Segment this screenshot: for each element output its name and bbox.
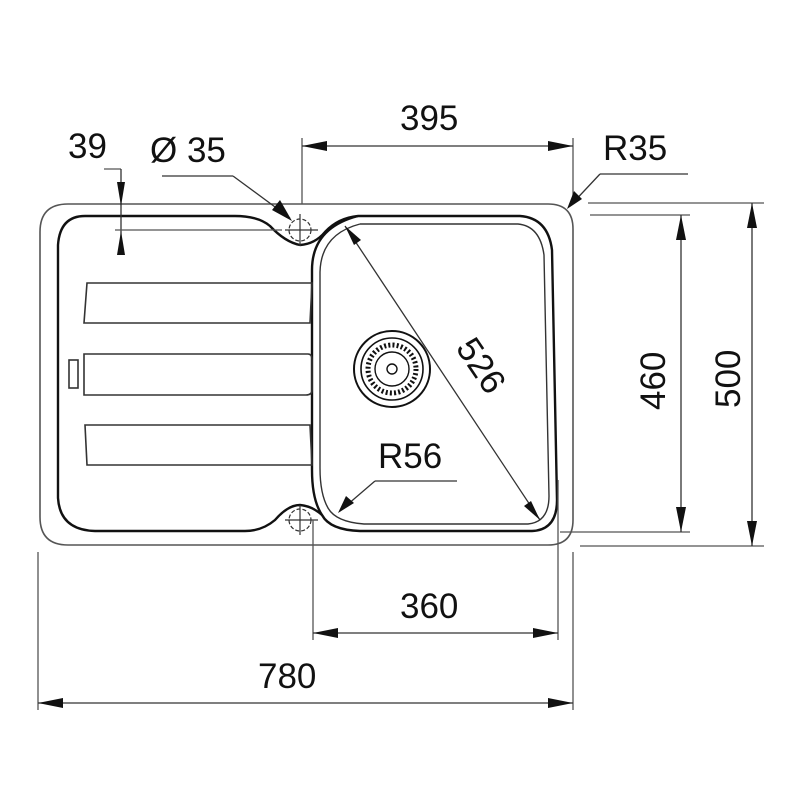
dim-overall-width: 780 (258, 657, 316, 696)
drainer-rib-top (83, 282, 313, 324)
sink-outer-outline (39, 203, 574, 546)
dim-tap-hole-diameter: Ø 35 (150, 131, 226, 170)
drain-strainer-icon (353, 330, 431, 408)
dim-bowl-depth: 460 (634, 352, 673, 410)
dim-rebate-depth: 39 (68, 127, 107, 166)
dim-corner-radius-outer: R35 (603, 129, 667, 168)
dim-bowl-width: 360 (400, 587, 458, 626)
dim-bowl-offset-width: 395 (400, 99, 458, 138)
dim-overall-depth: 500 (709, 350, 748, 408)
dim-bowl-corner-radius: R56 (378, 437, 442, 476)
bowl-inner-contour (319, 223, 550, 525)
drainer-rib-middle (83, 353, 313, 396)
drainer-contour-left (56, 214, 323, 533)
bowl-outer-contour (310, 214, 559, 533)
drainer-rib-bottom (84, 424, 313, 466)
overflow-slot (68, 359, 79, 389)
tap-hole-top-icon (285, 214, 318, 246)
dim-bowl-diagonal: 526 (448, 331, 513, 401)
